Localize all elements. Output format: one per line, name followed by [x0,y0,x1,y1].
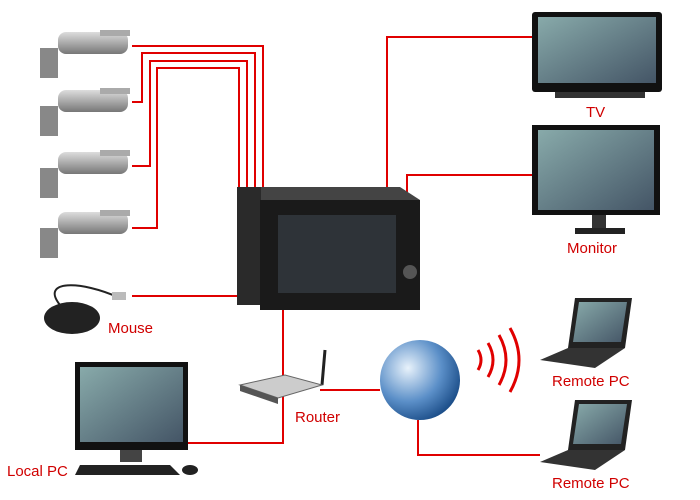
line-dvr-local-pc [188,310,284,444]
camera-icon [40,150,130,198]
line-monitor [406,174,532,192]
router-icon [238,349,327,404]
line-camera-1 [132,45,264,187]
remote-pc-label-2: Remote PC [552,475,630,492]
wireless-signal-icon [476,327,521,393]
dvr-icon [237,187,420,310]
line-camera-2 [132,52,256,187]
connection-lines [132,36,540,456]
laptop-icon [540,400,632,470]
tv-label: TV [586,104,606,121]
laptop-icon [540,298,632,368]
tv-icon [532,12,662,98]
local-pc-icon [75,362,198,475]
mouse-label: Mouse [108,320,154,337]
camera-icon [40,30,130,78]
globe-icon [380,340,460,420]
line-globe-remote-pc [417,420,540,456]
remote-pc-label-1: Remote PC [552,373,630,390]
mouse-icon [44,284,126,334]
line-camera-4 [132,67,240,229]
cameras [40,30,130,258]
camera-icon [40,210,130,258]
monitor-label: Monitor [567,240,618,257]
local-pc-label: Local PC [7,463,68,480]
line-tv [386,36,532,187]
camera-icon [40,88,130,136]
line-camera-3 [132,60,248,187]
router-label: Router [295,409,341,426]
monitor-icon [532,125,660,234]
